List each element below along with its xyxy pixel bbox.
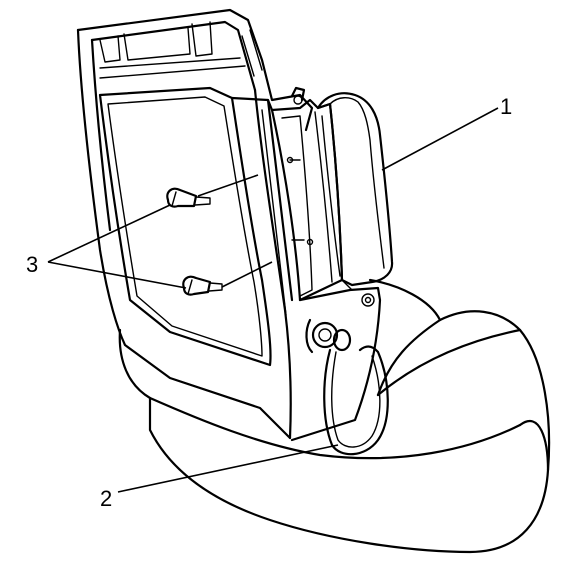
callout-label-1: 1 xyxy=(500,94,512,119)
leader-2 xyxy=(117,444,339,493)
leader-lines xyxy=(47,107,499,493)
leader-1 xyxy=(381,107,499,171)
bolt-lower xyxy=(182,275,223,296)
callout-label-2: 2 xyxy=(100,486,112,511)
leader-3a xyxy=(47,204,171,263)
leader-3-lower-rail xyxy=(221,261,273,288)
bolt-upper xyxy=(166,187,211,208)
seat-cushion xyxy=(118,278,551,554)
recline-cable xyxy=(305,318,389,456)
leader-3b xyxy=(47,261,187,289)
armrest xyxy=(314,92,394,287)
leader-3-upper-rail xyxy=(197,174,259,197)
callout-label-3: 3 xyxy=(26,252,38,277)
seat-back-frame xyxy=(76,8,314,440)
